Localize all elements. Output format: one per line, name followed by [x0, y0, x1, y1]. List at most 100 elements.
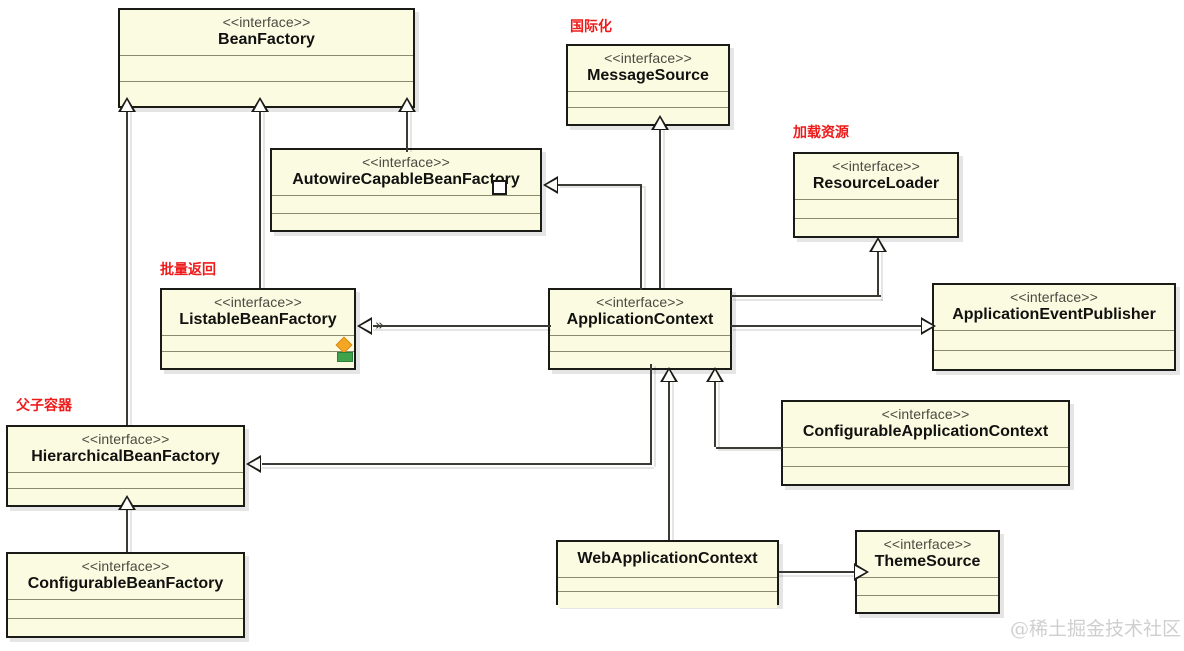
- class-header: <<interface>> BeanFactory: [120, 10, 413, 55]
- edge-shadow: [373, 329, 551, 331]
- class-box-theme-source[interactable]: <<interface>> ThemeSource: [855, 530, 1000, 614]
- stereotype-label: <<interface>>: [81, 558, 170, 574]
- class-header: <<interface>> MessageSource: [568, 46, 728, 91]
- generalization-arrow-ac-aep: [921, 317, 936, 335]
- edge-shadow: [779, 575, 856, 577]
- generalization-arrow-ac-hbf: [246, 455, 261, 473]
- attributes-compartment: [550, 335, 730, 351]
- attributes-compartment: [857, 577, 998, 595]
- class-box-message-source[interactable]: <<interface>> MessageSource: [566, 44, 730, 126]
- class-box-bean-factory[interactable]: <<interface>> BeanFactory: [118, 8, 415, 108]
- attributes-compartment: [272, 195, 540, 213]
- operations-compartment: [795, 217, 957, 237]
- class-header: <<interface>> ApplicationEventPublisher: [934, 285, 1174, 330]
- stereotype-label: <<interface>>: [1010, 289, 1098, 305]
- class-name: ApplicationContext: [566, 310, 714, 328]
- edge-ac-to-hbf-vertical: [650, 364, 652, 465]
- edge-shadow: [130, 508, 132, 552]
- edge-shadow: [663, 128, 665, 288]
- edge-shadow: [733, 299, 883, 301]
- stereotype-label: <<interface>>: [596, 294, 684, 310]
- edge-shadow: [718, 449, 782, 451]
- edge-ac-to-hbf-horizontal: [262, 463, 652, 465]
- annotation-parent-child-container: 父子容器: [16, 398, 72, 414]
- edge-ac-to-lbf: [373, 325, 551, 327]
- operations-compartment: [8, 617, 243, 637]
- operations-compartment: [558, 590, 777, 608]
- edge-ac-to-acbf-horizontal: [556, 184, 642, 186]
- class-box-configurable-bean-factory[interactable]: <<interface>> ConfigurableBeanFactory: [6, 552, 245, 638]
- edge-lbf-to-beanfactory: [259, 108, 261, 288]
- association-arrow-ac-acbf: [543, 176, 558, 194]
- edge-cbf-to-hbf: [126, 506, 128, 552]
- edge-cac-to-ac-vertical: [714, 378, 716, 447]
- generalization-arrow-wac-themesource: [854, 563, 869, 581]
- generalization-arrow-acbf-beanfactory: [398, 97, 416, 112]
- class-header: <<interface>> ListableBeanFactory: [162, 290, 354, 335]
- generalization-arrow-cbf-hbf: [118, 495, 136, 510]
- edge-shadow: [733, 329, 921, 331]
- class-header: <<interface>> ConfigurableApplicationCon…: [783, 402, 1068, 447]
- stereotype-label: <<interface>>: [214, 294, 302, 310]
- edge-shadow: [410, 110, 412, 152]
- editor-white-square-marker-icon: [492, 180, 507, 195]
- class-header: <<interface>> ResourceLoader: [795, 154, 957, 199]
- edge-shadow: [718, 380, 720, 449]
- edge-ac-to-messagesource: [659, 126, 661, 288]
- annotation-batch-return: 批量返回: [160, 262, 216, 278]
- operations-compartment: [272, 212, 540, 231]
- attributes-compartment: [558, 576, 777, 591]
- class-box-autowire-capable-bean-factory[interactable]: <<interface>> AutowireCapableBeanFactory: [270, 148, 542, 232]
- class-box-listable-bean-factory[interactable]: <<interface>> ListableBeanFactory: [160, 288, 356, 370]
- class-box-configurable-application-context[interactable]: <<interface>> ConfigurableApplicationCon…: [781, 400, 1070, 486]
- attributes-compartment: [783, 447, 1068, 466]
- relationship-marker-chevron: »: [375, 316, 385, 334]
- attributes-compartment: [8, 472, 243, 488]
- edge-ac-to-acbf-vertical: [640, 184, 642, 290]
- operations-compartment: [162, 351, 354, 368]
- class-header: WebApplicationContext: [558, 542, 777, 577]
- edge-shadow: [654, 366, 656, 467]
- class-name: BeanFactory: [218, 30, 315, 48]
- generalization-arrow-ac-lbf: [357, 317, 372, 335]
- class-header: <<interface>> AutowireCapableBeanFactory: [272, 150, 540, 195]
- class-box-application-event-publisher[interactable]: <<interface>> ApplicationEventPublisher: [932, 283, 1176, 371]
- class-name: ListableBeanFactory: [179, 310, 337, 328]
- attributes-compartment: [162, 335, 354, 351]
- class-header: <<interface>> ConfigurableBeanFactory: [8, 554, 243, 599]
- class-name: ThemeSource: [874, 552, 981, 570]
- class-box-application-context[interactable]: <<interface>> ApplicationContext: [548, 288, 732, 370]
- edge-shadow: [644, 186, 646, 290]
- annotation-load-resource: 加载资源: [793, 125, 849, 141]
- edge-ac-to-rl-vertical: [877, 248, 879, 297]
- edge-shadow: [672, 380, 674, 540]
- attributes-compartment: [568, 91, 728, 107]
- edge-shadow: [881, 250, 883, 301]
- stereotype-label: <<interface>>: [362, 154, 450, 170]
- edge-shadow: [560, 186, 644, 188]
- generalization-arrow-wac-ac: [660, 367, 678, 382]
- class-name: ConfigurableApplicationContext: [802, 422, 1049, 440]
- stereotype-label: <<interface>>: [883, 536, 972, 552]
- class-name: MessageSource: [587, 66, 709, 84]
- generalization-arrow-hbf-beanfactory: [118, 97, 136, 112]
- class-header: <<interface>> HierarchicalBeanFactory: [8, 427, 243, 472]
- class-name: WebApplicationContext: [577, 550, 758, 567]
- stereotype-label: <<interface>>: [832, 158, 920, 174]
- class-name: HierarchicalBeanFactory: [31, 447, 220, 465]
- stereotype-label: <<interface>>: [881, 406, 970, 422]
- class-box-web-application-context[interactable]: WebApplicationContext: [556, 540, 779, 608]
- stereotype-label: <<interface>>: [81, 431, 170, 447]
- operations-compartment: [934, 349, 1174, 370]
- edge-hbf-to-beanfactory: [126, 108, 128, 425]
- edge-acbf-to-beanfactory: [406, 108, 408, 152]
- class-name: AutowireCapableBeanFactory: [292, 170, 520, 188]
- generalization-arrow-lbf-beanfactory: [251, 97, 269, 112]
- edge-shadow: [262, 467, 654, 469]
- operations-compartment: [568, 107, 728, 124]
- watermark-text: @稀土掘金技术社区: [1010, 618, 1182, 640]
- stereotype-label: <<interface>>: [222, 14, 311, 30]
- edge-cac-to-ac-horizontal: [716, 447, 782, 449]
- class-box-resource-loader[interactable]: <<interface>> ResourceLoader: [793, 152, 959, 238]
